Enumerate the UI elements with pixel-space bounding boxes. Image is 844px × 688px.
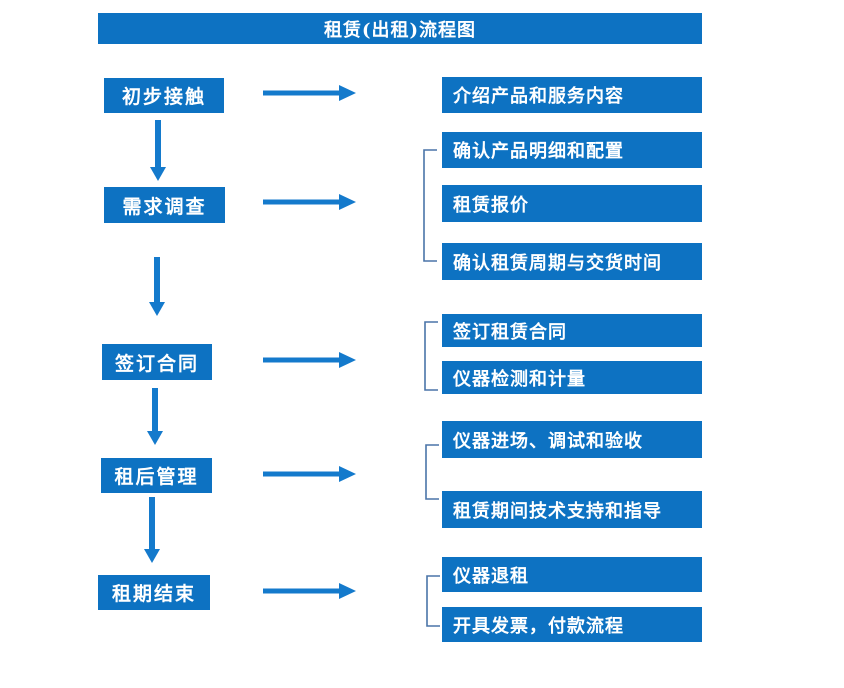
bracket-rental-end-group <box>426 575 440 627</box>
detail-label: 开具发票，付款流程 <box>453 615 624 637</box>
bracket-sign-contract-group <box>424 321 438 391</box>
flow-arrow-right-sign-contract <box>263 352 356 368</box>
flow-arrow-right-initial-contact <box>263 85 356 101</box>
detail-label: 仪器退租 <box>453 565 529 587</box>
step-label: 租期结束 <box>111 583 196 605</box>
detail-box-invoice-payment: 开具发票，付款流程 <box>442 607 702 642</box>
detail-label: 介绍产品和服务内容 <box>453 86 624 107</box>
flow-arrow-right-rental-end <box>263 583 356 599</box>
detail-box-confirm-rental-period: 确认租赁周期与交货时间 <box>442 243 702 280</box>
detail-label: 签订租赁合同 <box>453 321 567 343</box>
step-box-sign-contract: 签订合同 <box>102 344 212 380</box>
detail-box-technical-support: 租赁期间技术支持和指导 <box>442 491 702 528</box>
detail-label: 确认产品明细和配置 <box>453 141 624 162</box>
page-title: 租赁(出租)流程图 <box>323 19 477 41</box>
flow-arrow-down-4 <box>144 497 160 563</box>
step-label: 租后管理 <box>114 466 199 488</box>
flow-arrow-down-3 <box>147 388 163 445</box>
flow-arrow-right-post-rental <box>263 466 356 482</box>
step-box-rental-end: 租期结束 <box>98 575 210 610</box>
flow-arrow-right-demand-survey <box>263 194 356 210</box>
step-box-demand-survey: 需求调查 <box>104 187 225 223</box>
detail-box-rental-quotation: 租赁报价 <box>442 185 702 222</box>
detail-label: 仪器进场、调试和验收 <box>453 430 643 452</box>
bracket-demand-survey-group <box>423 149 437 262</box>
step-label: 初步接触 <box>121 86 206 108</box>
flow-arrow-down-1 <box>150 120 166 181</box>
detail-label: 确认租赁周期与交货时间 <box>453 252 662 274</box>
flow-arrow-down-2 <box>149 257 165 316</box>
detail-box-sign-rental-contract: 签订租赁合同 <box>442 314 702 347</box>
detail-box-introduce-products: 介绍产品和服务内容 <box>442 77 702 113</box>
detail-box-instrument-arrival: 仪器进场、调试和验收 <box>442 421 702 458</box>
detail-label: 租赁期间技术支持和指导 <box>453 500 662 522</box>
step-box-post-rental-management: 租后管理 <box>101 458 212 493</box>
detail-label: 仪器检测和计量 <box>453 368 586 390</box>
detail-label: 租赁报价 <box>453 194 529 216</box>
title-bar: 租赁(出租)流程图 <box>98 13 702 44</box>
step-box-initial-contact: 初步接触 <box>104 78 224 113</box>
detail-box-instrument-return: 仪器退租 <box>442 557 702 592</box>
step-label: 需求调查 <box>122 195 207 218</box>
detail-box-instrument-testing: 仪器检测和计量 <box>442 361 702 394</box>
bracket-post-rental-group <box>425 444 439 500</box>
step-label: 签订合同 <box>114 352 199 375</box>
detail-box-confirm-product-details: 确认产品明细和配置 <box>442 132 702 168</box>
